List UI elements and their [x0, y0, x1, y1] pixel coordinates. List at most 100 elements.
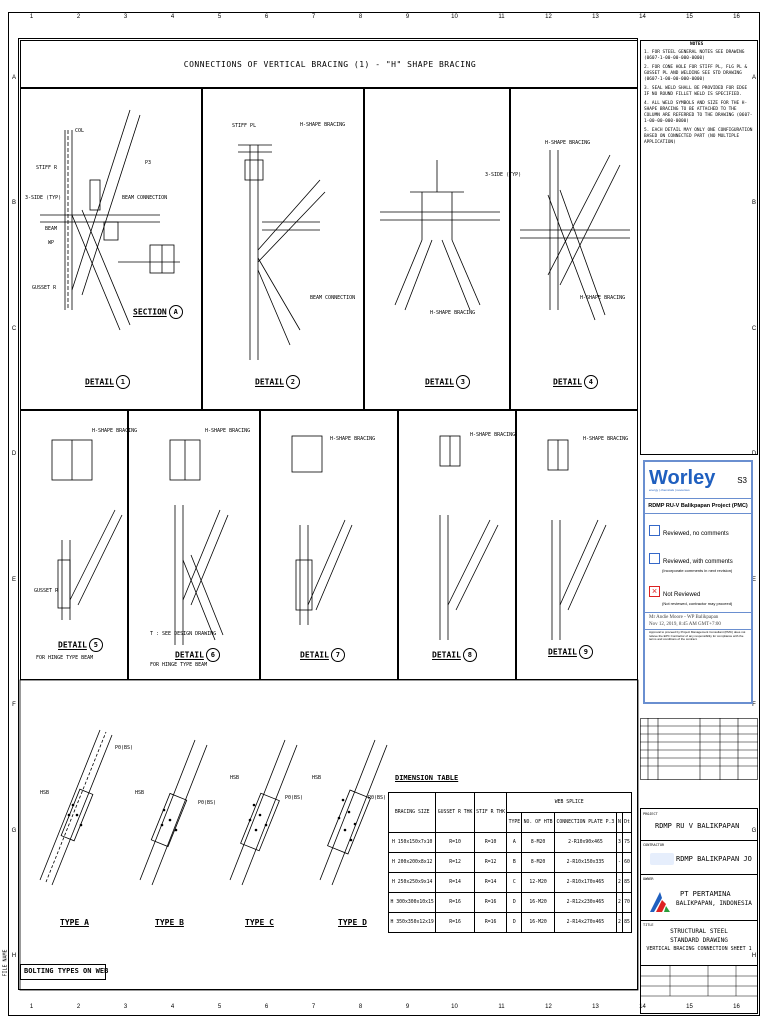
grid-col-label: 13 — [592, 1004, 599, 1010]
grid-row-label: D — [11, 451, 17, 458]
table-cell: 60 — [621, 852, 633, 873]
bolting-type-a-label: TYPE A — [60, 918, 89, 927]
title-line-2: STANDARD DRAWING — [670, 937, 728, 944]
grid-col-label: 9 — [405, 1004, 410, 1010]
bolting-types-title: BOLTING TYPES ON WEB — [24, 967, 109, 975]
table-cell: R=10 — [473, 832, 508, 853]
detail-panel-7 — [260, 410, 398, 680]
bolting-type-c-drawing — [229, 739, 298, 886]
title-line-3: VERTICAL BRACING CONNECTION SHEET 1 — [646, 946, 752, 952]
grid-col-label: 15 — [686, 1004, 693, 1010]
file-name-side-label: FILE NAME — [2, 949, 9, 977]
table-cell: 70 — [621, 892, 633, 913]
project-label: PROJECT — [643, 812, 658, 816]
label-hsb-a: HSB — [40, 790, 50, 796]
grid-col-label: 8 — [358, 1004, 363, 1010]
notes-box — [640, 40, 758, 455]
grid-col-label: 13 — [592, 14, 599, 20]
label-p0-d: P0(BS) — [368, 795, 387, 801]
title-label: TITLE — [643, 923, 654, 927]
stamp-option: Reviewed, no comments — [649, 516, 747, 544]
notes-list: 1. FOR STEEL GENERAL NOTES SEE DRAWING (… — [644, 50, 754, 149]
grid-col-label: 16 — [733, 1004, 740, 1010]
grid-col-label: 8 — [358, 14, 363, 20]
grid-row-label: B — [11, 200, 16, 207]
detail-panel-2 — [202, 88, 364, 410]
table-cell: H 300x300x10x15 — [387, 892, 437, 913]
grid-col-label: 7 — [311, 1004, 316, 1010]
table-cell: R=12 — [473, 852, 508, 873]
label-t-note: T : SEE DESIGN DRAWING — [150, 631, 217, 637]
label-h-bracing-8: H-SHAPE BRACING — [470, 432, 516, 438]
table-cell: 2-R10x90x465 — [553, 832, 617, 853]
grid-col-label: 5 — [217, 1004, 222, 1010]
review-stamp: Worley energy | chemicals | resources S3… — [643, 460, 753, 704]
stamp-date: Nov 12, 2019, 8:45 AM GMT+7:00 — [649, 622, 721, 627]
notes-title: NOTES — [690, 42, 704, 47]
grid-row-label: E — [11, 576, 16, 583]
table-cell: D — [506, 912, 523, 933]
checked-box-icon[interactable]: × — [649, 586, 660, 598]
table-cell: R=16 — [435, 912, 475, 933]
title-block — [640, 808, 758, 1014]
label-beam-conn: BEAM CONNECTION — [122, 195, 168, 201]
grid-col-label: 12 — [545, 1004, 552, 1010]
detail-5-note: FOR HINGE TYPE BEAM — [36, 655, 94, 661]
table-cell: 8-M20 — [521, 852, 555, 873]
label-hsb-d: HSB — [312, 775, 322, 781]
grid-col-label: 2 — [76, 14, 81, 20]
col-conn-plate: CONNECTION PLATE P.3 — [553, 812, 617, 833]
table-cell: R=16 — [473, 912, 508, 933]
table-cell: 2-R10x170x465 — [553, 872, 617, 893]
grid-col-label: 10 — [451, 14, 458, 20]
label-h-bracing-2: H-SHAPE BRACING — [300, 122, 346, 128]
stamp-code: S3 — [737, 475, 747, 485]
table-cell: 85 — [621, 912, 633, 933]
col-type: TYPE — [506, 812, 523, 833]
detail-7-drawing — [291, 435, 353, 625]
sheet-border — [8, 12, 760, 1016]
contractor-label: CONTRACTOR — [643, 843, 665, 847]
label-stiff-pl: STIFF PL — [232, 123, 257, 129]
stamp-option-label: Not Reviewed — [663, 592, 701, 598]
grid-row-label: G — [11, 827, 17, 834]
checkbox-icon[interactable] — [649, 553, 660, 565]
label-h-bracing-6: H-SHAPE BRACING — [205, 428, 251, 434]
grid-row-label: A — [11, 74, 16, 81]
grid-col-label: 6 — [264, 14, 269, 20]
table-cell: 8-M20 — [521, 832, 555, 853]
note-item: 5. EACH DETAIL MAY ONLY ONE CONFIGURATIO… — [644, 128, 753, 145]
col-web-splice: WEB SPLICE — [506, 792, 632, 813]
label-p0-a: P0(BS) — [115, 745, 134, 751]
label-h-bracing-4: H-SHAPE BRACING — [545, 140, 591, 146]
drawing-number-grid — [640, 966, 758, 997]
stamp-option-sub: (Not reviewed, contractor may proceed) — [662, 601, 733, 606]
table-cell: C — [506, 872, 523, 893]
checkbox-icon[interactable] — [649, 525, 660, 537]
title-divider-2 — [640, 874, 758, 875]
grid-row-label: A — [751, 74, 756, 81]
grid-row-label: H — [751, 953, 757, 960]
grid-col-label: 4 — [170, 1004, 175, 1010]
bolting-title-box — [20, 964, 106, 980]
label-hsb-c: HSB — [230, 775, 240, 781]
grid-row-label: G — [751, 827, 757, 834]
detail-3-drawing — [380, 160, 500, 311]
note-item: 1. FOR STEEL GENERAL NOTES SEE DRAWING (… — [644, 50, 745, 61]
stamp-option-label: Reviewed, with comments — [663, 559, 733, 565]
bolting-type-a-drawing — [39, 729, 113, 886]
project-name: RDMP RU V BALIKPAPAN — [655, 822, 740, 830]
detail-9-drawing — [547, 439, 607, 640]
note-item: 3. SEAL WELD SHALL BE PROVIDED FOR EDGE … — [644, 86, 748, 97]
worley-logo: Worley — [649, 467, 716, 489]
stamp-option-label: Reviewed, no comments — [663, 531, 729, 537]
